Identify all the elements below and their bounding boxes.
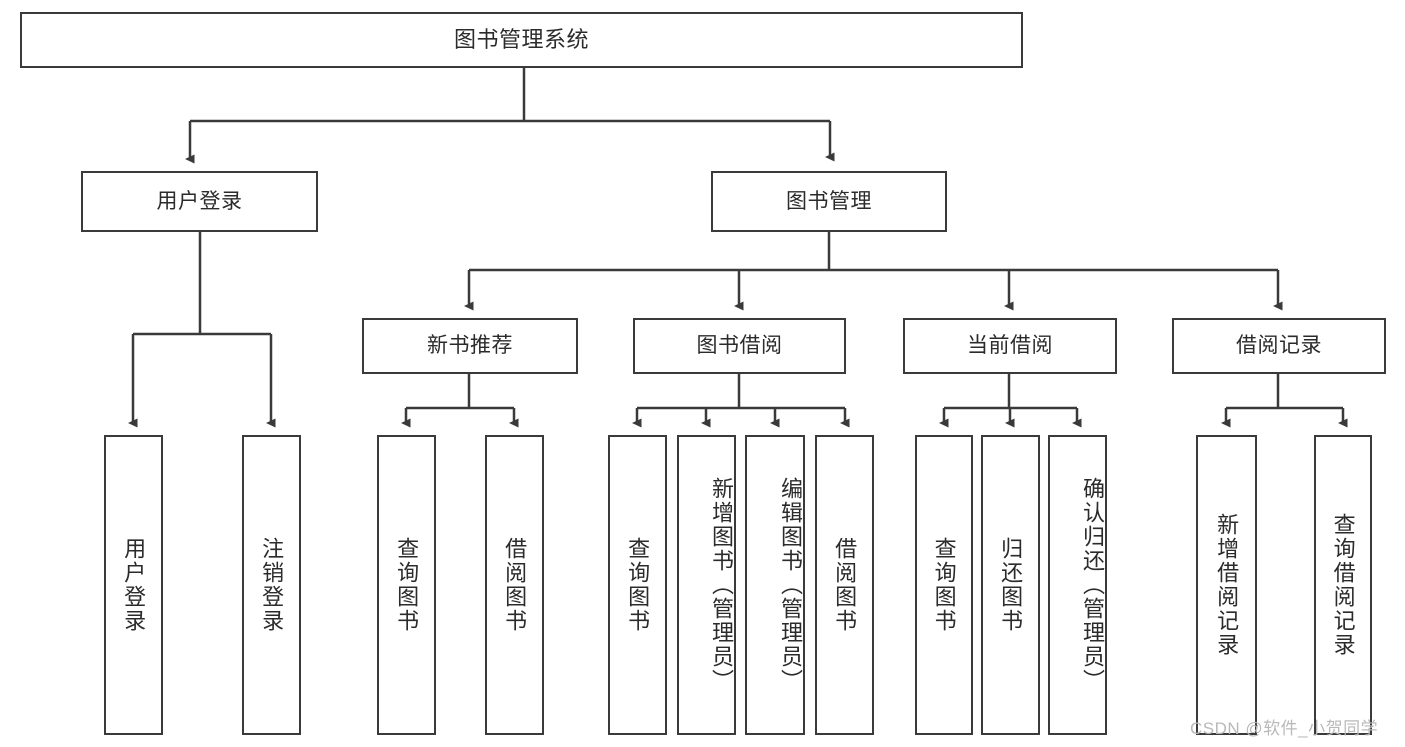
node-user-login[interactable]: 用户登录 xyxy=(81,171,318,232)
node-new-book-recommend[interactable]: 新书推荐 xyxy=(362,318,578,374)
leaf-borrow-book-borrow[interactable]: 借阅图书 xyxy=(815,435,874,735)
leaf-query-borrow-record[interactable]: 查询借阅记录 xyxy=(1314,435,1372,735)
node-label: 用户登录 xyxy=(156,189,243,213)
node-label: 当前借阅 xyxy=(967,334,1053,358)
leaf-borrow-book-recommend[interactable]: 借阅图书 xyxy=(485,435,544,735)
node-label: 新书推荐 xyxy=(427,334,513,358)
node-label: 新增图书（管理员） xyxy=(709,477,734,693)
leaf-add-borrow-record[interactable]: 新增借阅记录 xyxy=(1196,435,1257,735)
node-book-manage[interactable]: 图书管理 xyxy=(711,171,947,232)
node-label: 查询借阅记录 xyxy=(1330,513,1356,657)
node-label: 查询图书 xyxy=(394,537,420,633)
node-label: 新增借阅记录 xyxy=(1214,513,1240,657)
node-label: 借阅记录 xyxy=(1236,334,1322,358)
node-label: 确认归还（管理员） xyxy=(1080,477,1105,693)
node-label: 图书管理 xyxy=(786,189,872,213)
node-borrow-record[interactable]: 借阅记录 xyxy=(1172,318,1386,374)
leaf-query-book-current[interactable]: 查询图书 xyxy=(915,435,973,735)
leaf-return-book[interactable]: 归还图书 xyxy=(981,435,1040,735)
leaf-edit-book-admin[interactable]: 编辑图书（管理员） xyxy=(745,435,805,735)
leaf-query-book-recommend[interactable]: 查询图书 xyxy=(377,435,436,735)
node-book-management-system[interactable]: 图书管理系统 xyxy=(20,12,1023,68)
leaf-query-book-borrow[interactable]: 查询图书 xyxy=(608,435,667,735)
csdn-watermark: CSDN @软件_小贺同学 xyxy=(1190,719,1379,738)
node-label: 图书借阅 xyxy=(696,334,783,358)
node-label: 归还图书 xyxy=(998,537,1024,633)
node-current-borrow[interactable]: 当前借阅 xyxy=(903,318,1117,374)
node-label: 图书管理系统 xyxy=(453,26,589,52)
node-label: 借阅图书 xyxy=(832,537,858,633)
leaf-logout-login[interactable]: 注销登录 xyxy=(242,435,301,735)
node-label: 查询图书 xyxy=(625,537,651,633)
node-label: 用户登录 xyxy=(121,537,147,633)
leaf-confirm-return-admin[interactable]: 确认归还（管理员） xyxy=(1048,435,1107,735)
leaf-user-login[interactable]: 用户登录 xyxy=(104,435,163,735)
node-label: 查询图书 xyxy=(931,537,957,633)
leaf-add-book-admin[interactable]: 新增图书（管理员） xyxy=(677,435,736,735)
node-label: 注销登录 xyxy=(259,537,285,633)
node-label: 编辑图书（管理员） xyxy=(778,477,803,693)
node-book-borrow[interactable]: 图书借阅 xyxy=(633,318,846,374)
node-label: 借阅图书 xyxy=(502,537,528,633)
